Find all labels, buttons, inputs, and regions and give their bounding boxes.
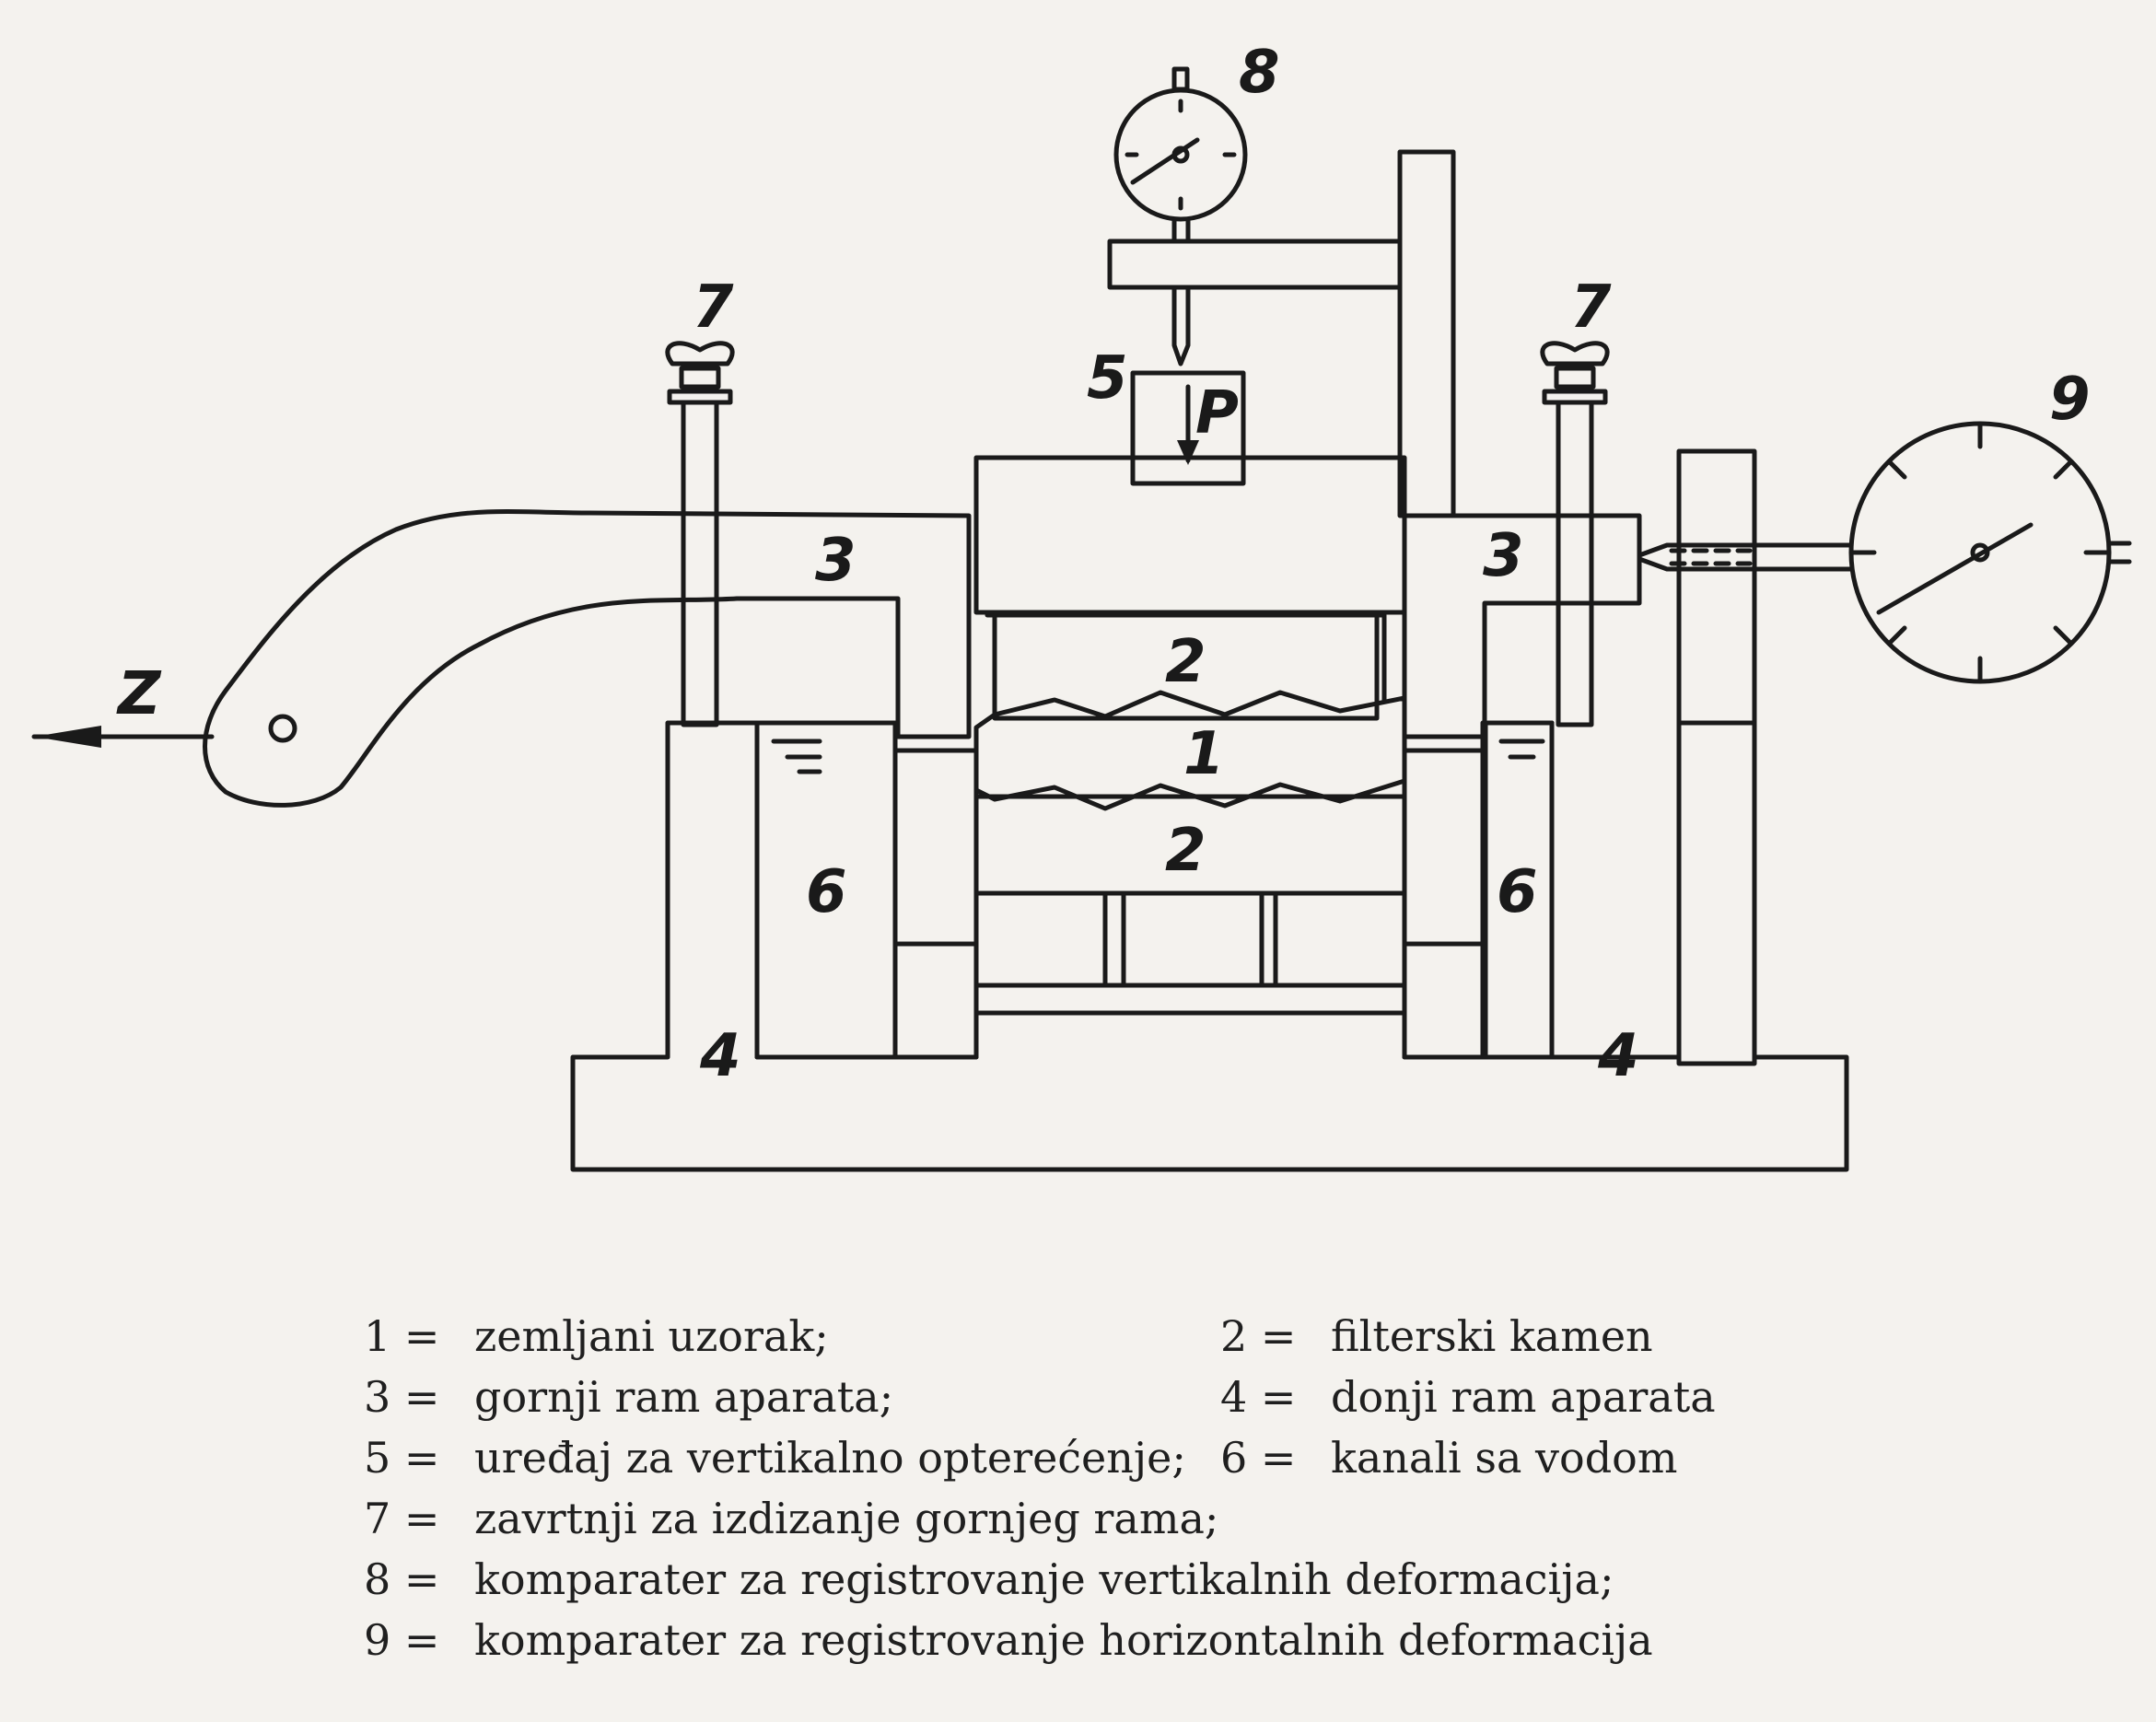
- legend-text-2: filterski kamen: [1331, 1311, 1653, 1361]
- legend-text-9: komparater za registrovanje horizontalni…: [474, 1615, 1653, 1665]
- label-2-upper: 2: [1165, 628, 1206, 696]
- vertical-dial-gauge: [1113, 66, 1248, 367]
- label-z: Z: [116, 660, 162, 728]
- load-device: P: [1130, 370, 1246, 486]
- horizontal-dial-gauge: [1637, 421, 2132, 684]
- legend-item-9: 9 = komparater za registrovanje horizonta…: [364, 1610, 1653, 1670]
- legend-item-6: 6 = kanali sa vodom: [1220, 1427, 1678, 1488]
- bottom-porous-plate: [973, 890, 1407, 1016]
- legend-num-7: 7 =: [364, 1494, 440, 1543]
- label-7-left: 7: [693, 273, 734, 342]
- water-channels: [754, 720, 1555, 1060]
- legend-num-5: 5 =: [364, 1433, 440, 1483]
- legend-text-1: zemljani uzorak;: [474, 1311, 829, 1361]
- legend-item-5: 5 = uređaj za vertikalno opterećenje;: [364, 1427, 1186, 1488]
- label-3-right: 3: [1483, 522, 1524, 590]
- label-1: 1: [1183, 720, 1225, 788]
- label-4-right: 4: [1597, 1022, 1639, 1090]
- legend-num-2: 2 =: [1220, 1311, 1297, 1361]
- legend-item-1: 1 = zemljani uzorak;: [364, 1306, 829, 1367]
- legend-text-6: kanali sa vodom: [1331, 1433, 1678, 1483]
- legend-item-4: 4 = donji ram aparata: [1220, 1367, 1716, 1427]
- legend-text-5: uređaj za vertikalno opterećenje;: [474, 1433, 1186, 1483]
- upper-frame: [203, 509, 1642, 808]
- legend-item-2: 2 = filterski kamen: [1220, 1306, 1653, 1367]
- label-5: 5: [1087, 344, 1128, 413]
- lifting-screw-left: [665, 341, 735, 727]
- label-6-left: 6: [806, 858, 847, 926]
- legend-num-3: 3 =: [364, 1372, 440, 1422]
- legend-text-7: zavrtnji za izdizanje gornjeg rama;: [474, 1494, 1219, 1543]
- legend-text-4: donji ram aparata: [1331, 1372, 1716, 1422]
- label-9: 9: [2049, 366, 2091, 434]
- soil-sample: [973, 690, 1407, 811]
- label-2-lower: 2: [1165, 817, 1206, 885]
- loading-cap: [973, 455, 1407, 615]
- callout-labels: 1 2 2 3 3 4 4 5 6 6 7 7 8 9: [693, 39, 2091, 1090]
- lower-frame: [570, 720, 1849, 1172]
- legend-text-8: komparater za registrovanje vertikalnih …: [474, 1554, 1614, 1604]
- legend-num-1: 1 =: [364, 1311, 440, 1361]
- legend-item-8: 8 = komparater za registrovanje vertikaln…: [364, 1549, 1614, 1610]
- label-3-left: 3: [815, 527, 857, 595]
- label-7-right: 7: [1570, 273, 1612, 342]
- pull-force-arrow: Z: [31, 660, 215, 748]
- legend-num-9: 9 =: [364, 1615, 440, 1665]
- legend-num-6: 6 =: [1220, 1433, 1297, 1483]
- label-4-left: 4: [699, 1022, 741, 1090]
- legend-item-3: 3 = gornji ram aparata;: [364, 1367, 893, 1427]
- legend-item-7: 7 = zavrtnji za izdizanje gornjeg rama;: [364, 1488, 1218, 1549]
- legend-num-8: 8 =: [364, 1554, 440, 1604]
- label-6-right: 6: [1497, 858, 1538, 926]
- label-8: 8: [1239, 39, 1280, 107]
- dial-support-frame: [1107, 149, 1757, 1066]
- lifting-screw-right: [1540, 341, 1610, 727]
- legend-num-4: 4 =: [1220, 1372, 1297, 1422]
- legend-text-3: gornji ram aparata;: [474, 1372, 894, 1422]
- label-p: P: [1195, 379, 1239, 448]
